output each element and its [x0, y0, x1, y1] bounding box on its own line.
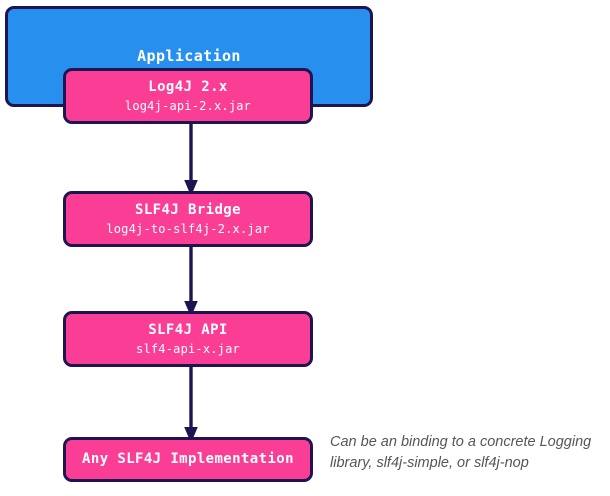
node-slf4j-bridge-subtitle: log4j-to-slf4j-2.x.jar: [106, 221, 270, 236]
arrow-down-icon: [184, 118, 198, 196]
edge-api-impl-arrow: [183, 361, 199, 443]
node-slf4j-bridge[interactable]: SLF4J Bridge log4j-to-slf4j-2.x.jar: [63, 191, 313, 247]
node-slf4j-implementation-title: Any SLF4J Implementation: [82, 451, 294, 468]
node-slf4j-api-subtitle: slf4-api-x.jar: [136, 341, 240, 356]
edge-log4j-bridge-arrow: [183, 118, 199, 196]
arrow-down-icon: [184, 241, 198, 317]
node-log4j-title: Log4J 2.x: [148, 79, 228, 96]
node-slf4j-bridge-title: SLF4J Bridge: [135, 202, 241, 219]
node-slf4j-api[interactable]: SLF4J API slf4-api-x.jar: [63, 311, 313, 367]
node-log4j[interactable]: Log4J 2.x log4j-api-2.x.jar: [63, 68, 313, 124]
node-application-title: Application: [137, 47, 241, 65]
node-slf4j-implementation[interactable]: Any SLF4J Implementation: [63, 437, 313, 482]
node-slf4j-api-title: SLF4J API: [148, 322, 228, 339]
arrow-down-icon: [184, 361, 198, 443]
node-log4j-subtitle: log4j-api-2.x.jar: [124, 98, 252, 113]
edge-bridge-api-arrow: [183, 241, 199, 317]
annotation-slf4j-implementation: Can be an binding to a concrete Logging …: [330, 434, 592, 471]
